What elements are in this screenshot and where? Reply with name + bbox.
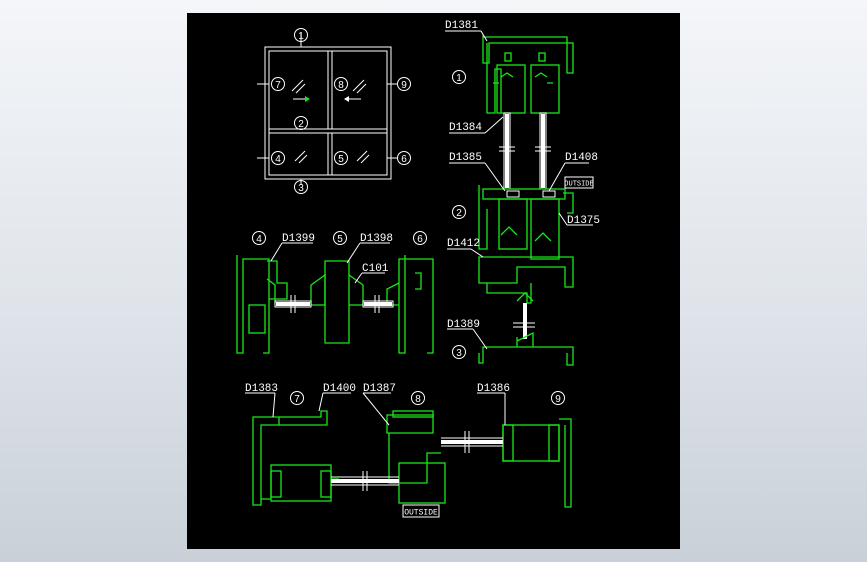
svg-text:1: 1: [298, 31, 304, 42]
horizontal-section-middle: [236, 255, 434, 354]
section-marker-3: 3: [452, 345, 466, 359]
svg-text:1: 1: [456, 73, 462, 84]
section-marker-7: 7: [290, 391, 304, 405]
svg-text:9: 9: [401, 80, 407, 91]
marker-1-top: 1: [294, 28, 308, 42]
svg-text:7: 7: [294, 394, 300, 405]
label-d1398: D1398: [360, 233, 393, 245]
label-d1387: D1387: [363, 383, 396, 395]
section-marker-2: 2: [452, 205, 466, 219]
marker-9: 9: [397, 77, 411, 91]
svg-text:4: 4: [275, 154, 281, 165]
svg-text:2: 2: [456, 208, 462, 219]
label-d1383: D1383: [245, 383, 278, 395]
label-d1412: D1412: [447, 238, 480, 250]
section-marker-1: 1: [452, 70, 466, 84]
marker-5: 5: [334, 151, 348, 165]
svg-text:5: 5: [337, 234, 343, 245]
svg-text:7: 7: [275, 80, 281, 91]
svg-text:8: 8: [338, 80, 344, 91]
cad-viewport[interactable]: 1 7 8 9 2 4 5 6 3: [187, 13, 680, 549]
svg-text:OUTSIDE: OUTSIDE: [404, 509, 438, 518]
label-d1385: D1385: [449, 152, 482, 164]
profile-labels: D1381 D1384 D1385 D1408 D1375 D1412 D138…: [245, 20, 600, 395]
window-elevation: [257, 33, 397, 185]
svg-text:6: 6: [417, 234, 423, 245]
label-d1408: D1408: [565, 152, 598, 164]
marker-7: 7: [271, 77, 285, 91]
section-marker-9: 9: [551, 391, 565, 405]
label-d1400: D1400: [323, 383, 356, 395]
outside-tag-bottom: OUTSIDE: [402, 504, 440, 518]
section-marker-5: 5: [333, 231, 347, 245]
marker-8: 8: [334, 77, 348, 91]
svg-text:9: 9: [555, 394, 561, 405]
elevation-markers: 1 7 8 9 2 4 5 6 3: [271, 28, 411, 194]
svg-text:6: 6: [401, 154, 407, 165]
horizontal-section-bottom: [252, 410, 572, 508]
section-marker-4: 4: [252, 231, 266, 245]
marker-6: 6: [397, 151, 411, 165]
svg-text:4: 4: [256, 234, 262, 245]
label-c101: C101: [362, 263, 389, 275]
section-marker-6: 6: [413, 231, 427, 245]
outside-tag-top: OUTSIDE: [564, 176, 594, 189]
label-d1386: D1386: [477, 383, 510, 395]
label-d1399: D1399: [282, 233, 315, 245]
svg-text:3: 3: [456, 348, 462, 359]
leader-lines: [245, 30, 593, 426]
label-d1375: D1375: [567, 215, 600, 227]
vertical-section: [478, 35, 574, 366]
svg-text:2: 2: [298, 119, 304, 130]
section-marker-8: 8: [411, 391, 425, 405]
marker-2-mid: 2: [294, 116, 308, 130]
marker-3-bottom: 3: [294, 180, 308, 194]
label-d1389: D1389: [447, 319, 480, 331]
label-d1381: D1381: [445, 20, 478, 32]
window-section-drawing: 1 7 8 9 2 4 5 6 3: [236, 20, 600, 518]
section-markers: 1 2 3 4 5 6 7 8 9: [252, 70, 565, 405]
label-d1384: D1384: [449, 122, 482, 134]
svg-text:5: 5: [338, 154, 344, 165]
marker-4: 4: [271, 151, 285, 165]
svg-text:OUTSIDE: OUTSIDE: [564, 181, 593, 189]
svg-text:3: 3: [298, 183, 304, 194]
svg-text:8: 8: [415, 394, 421, 405]
